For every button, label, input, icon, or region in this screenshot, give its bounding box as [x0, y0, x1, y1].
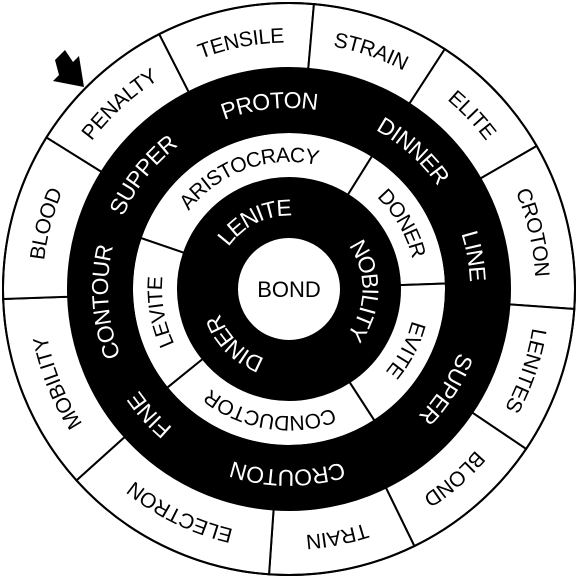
ring-third: PROTONDINNERLINESUPERCROUTONFINECONTOURS… [67, 67, 511, 511]
center-label: BOND [257, 277, 321, 302]
arrow-icon [53, 50, 84, 87]
center-hub: BOND [236, 236, 342, 342]
